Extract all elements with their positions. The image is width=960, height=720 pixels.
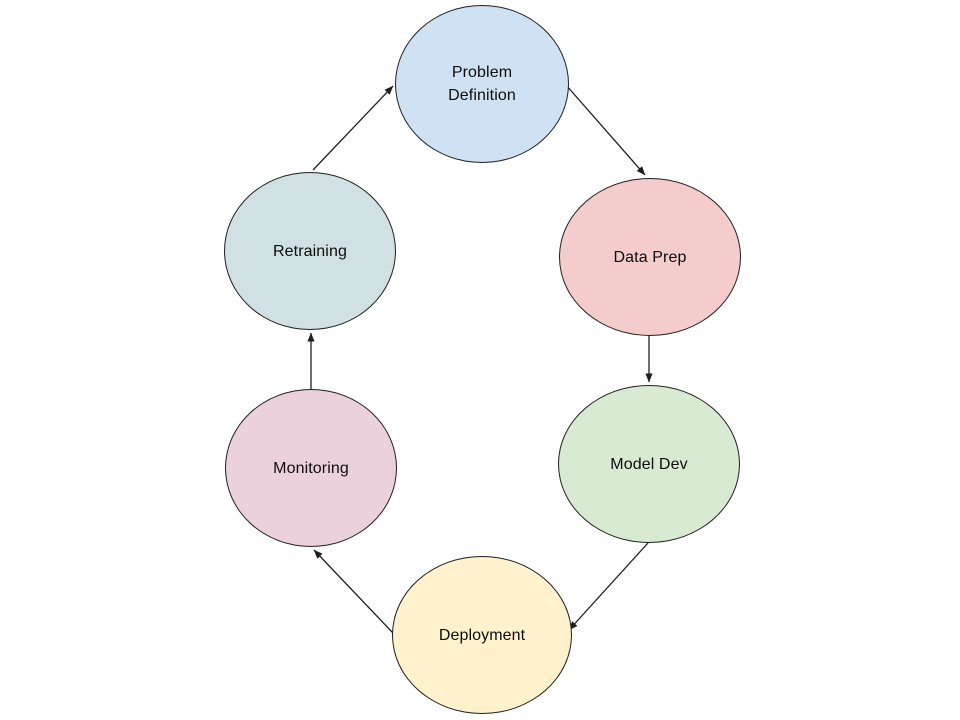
node-label-data-prep: Data Prep xyxy=(613,248,687,266)
node-model-dev: Model Dev xyxy=(558,385,740,543)
edge-retraining-to-problem-definition xyxy=(312,85,394,171)
edges-group xyxy=(307,84,653,634)
node-label-model-dev: Model Dev xyxy=(610,455,688,473)
node-monitoring: Monitoring xyxy=(225,389,397,547)
edge-deployment-to-monitoring xyxy=(313,549,394,634)
node-label-deployment: Deployment xyxy=(438,626,526,644)
node-label-retraining: Retraining xyxy=(273,242,347,260)
edge-model-dev-to-deployment xyxy=(568,542,649,631)
node-data-prep: Data Prep xyxy=(559,178,741,336)
node-label-monitoring: Monitoring xyxy=(273,459,349,477)
edge-problem-definition-to-data-prep xyxy=(565,84,646,176)
node-retraining: Retraining xyxy=(224,172,396,330)
node-deployment: Deployment xyxy=(392,556,572,714)
